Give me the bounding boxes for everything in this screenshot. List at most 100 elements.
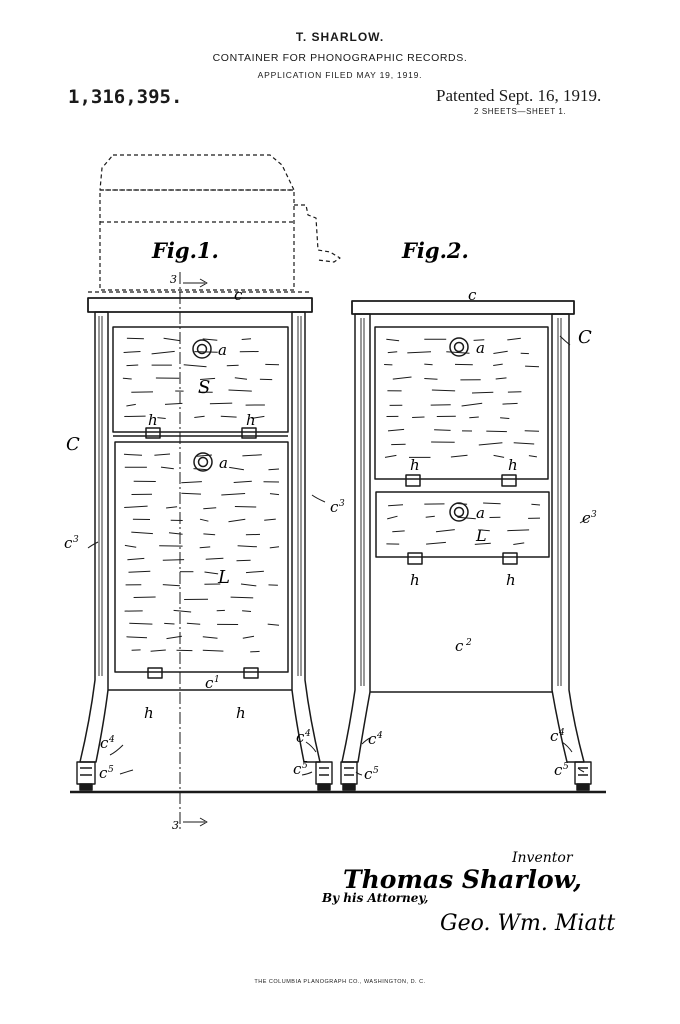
grain-stroke: [186, 622, 201, 625]
grain-stroke: [163, 337, 180, 342]
grain-stroke: [473, 339, 485, 341]
patented-date: Patented Sept. 16, 1919.: [436, 86, 602, 105]
fig2-left-leg: [341, 313, 371, 763]
patent-number: 1,316,395.: [68, 86, 183, 108]
grain-stroke: [245, 570, 264, 574]
fig2-title: Fig.2.: [401, 238, 469, 263]
grain-stroke: [269, 493, 280, 496]
label-c4: c: [368, 730, 377, 748]
hinge: [241, 427, 257, 439]
grain-stroke: [392, 376, 412, 380]
grain-stroke: [202, 649, 224, 652]
hinge: [405, 474, 421, 487]
fig1-title: Fig.1.: [151, 238, 219, 263]
grain-stroke: [123, 351, 141, 353]
grain-stroke: [474, 542, 491, 545]
by-attorney: By his Attorney,: [321, 891, 428, 905]
grain-stroke: [412, 416, 425, 418]
hinge: [407, 552, 423, 565]
grain-stroke: [264, 518, 276, 521]
fig1-knob-lower: [193, 452, 213, 472]
grain-stroke: [493, 350, 508, 354]
fig2-top: [351, 300, 575, 315]
label-S: S: [198, 377, 210, 398]
grain-stroke: [202, 338, 218, 341]
label-c: c: [234, 286, 243, 304]
grain-stroke: [493, 363, 503, 366]
patent-title: CONTAINER FOR PHONOGRAPHIC RECORDS.: [212, 52, 468, 64]
label-h: h: [236, 704, 246, 722]
grain-stroke: [251, 415, 265, 419]
label-c4: c: [550, 727, 559, 745]
label-h: h: [506, 571, 516, 589]
grain-stroke: [386, 338, 400, 342]
label-c4-sub: 4: [304, 729, 311, 739]
grain-stroke: [203, 533, 216, 536]
fig2-cabinet: [340, 300, 592, 791]
fig1-lower-door: [114, 441, 289, 673]
label-c: c: [468, 286, 477, 304]
fig1-caster-left: [76, 761, 96, 791]
leader-lines: [87, 335, 591, 776]
fig2-caster-right: [574, 761, 592, 791]
grain-stroke: [234, 377, 248, 380]
grain-stroke: [229, 466, 244, 471]
label-c5: c: [99, 764, 108, 782]
printer-footer: THE COLUMBIA PLANOGRAPH CO., WASHINGTON,…: [254, 979, 426, 985]
label-c1: c: [205, 674, 214, 692]
grain-stroke: [242, 635, 255, 639]
label-a: a: [476, 339, 485, 357]
grain-stroke: [202, 636, 218, 639]
grain-stroke: [486, 430, 507, 433]
fig2-right-leg: [551, 313, 585, 763]
fig2-upper-door: [374, 326, 549, 480]
phonograph-outline: [88, 154, 341, 293]
grain-stroke: [524, 430, 540, 432]
grain-stroke: [162, 559, 185, 561]
grain-stroke: [194, 351, 218, 353]
label-c5-sub: 5: [108, 765, 114, 775]
label-C: C: [66, 434, 80, 455]
label-c2: c: [455, 637, 464, 655]
label-L: L: [217, 567, 230, 588]
hinge: [243, 667, 259, 679]
grain-stroke: [250, 650, 260, 653]
label-c5: c: [293, 760, 302, 778]
fig1-upper-drawer: [112, 326, 289, 433]
grain-stroke: [173, 609, 192, 613]
hinge: [147, 667, 163, 679]
label-c3: c: [330, 498, 339, 516]
grain-stroke: [431, 389, 456, 392]
label-c1-sub: 1: [214, 675, 220, 685]
hinge: [502, 552, 518, 565]
grain-stroke: [181, 492, 202, 495]
label-h: h: [508, 456, 518, 474]
grain-stroke: [435, 529, 455, 533]
grain-stroke: [392, 530, 405, 533]
grain-stroke: [126, 364, 139, 367]
label-h: h: [410, 571, 420, 589]
grain-stroke: [205, 557, 224, 560]
label-C: C: [578, 327, 592, 348]
grain-stroke: [154, 453, 171, 456]
section-mark-bottom: 3: [172, 819, 179, 832]
label-c3-sub: 3: [73, 535, 79, 545]
grain-stroke: [168, 532, 183, 535]
attorney-signature: Geo. Wm. Miatt: [440, 911, 615, 936]
grain-stroke: [228, 389, 252, 392]
grain-stroke: [128, 570, 151, 573]
grain-stroke: [267, 623, 280, 626]
grain-stroke: [166, 506, 178, 509]
label-c3: c: [64, 534, 73, 552]
grain-stroke: [200, 377, 216, 380]
grain-stroke: [204, 571, 219, 575]
grain-stroke: [531, 503, 541, 506]
label-c4: c: [100, 734, 109, 752]
grain-stroke: [425, 515, 435, 518]
fig2-caster-left: [340, 761, 358, 791]
grain-stroke: [233, 480, 252, 483]
grain-stroke: [269, 546, 280, 549]
fig1-knob-upper: [192, 339, 212, 359]
grain-stroke: [240, 583, 257, 587]
